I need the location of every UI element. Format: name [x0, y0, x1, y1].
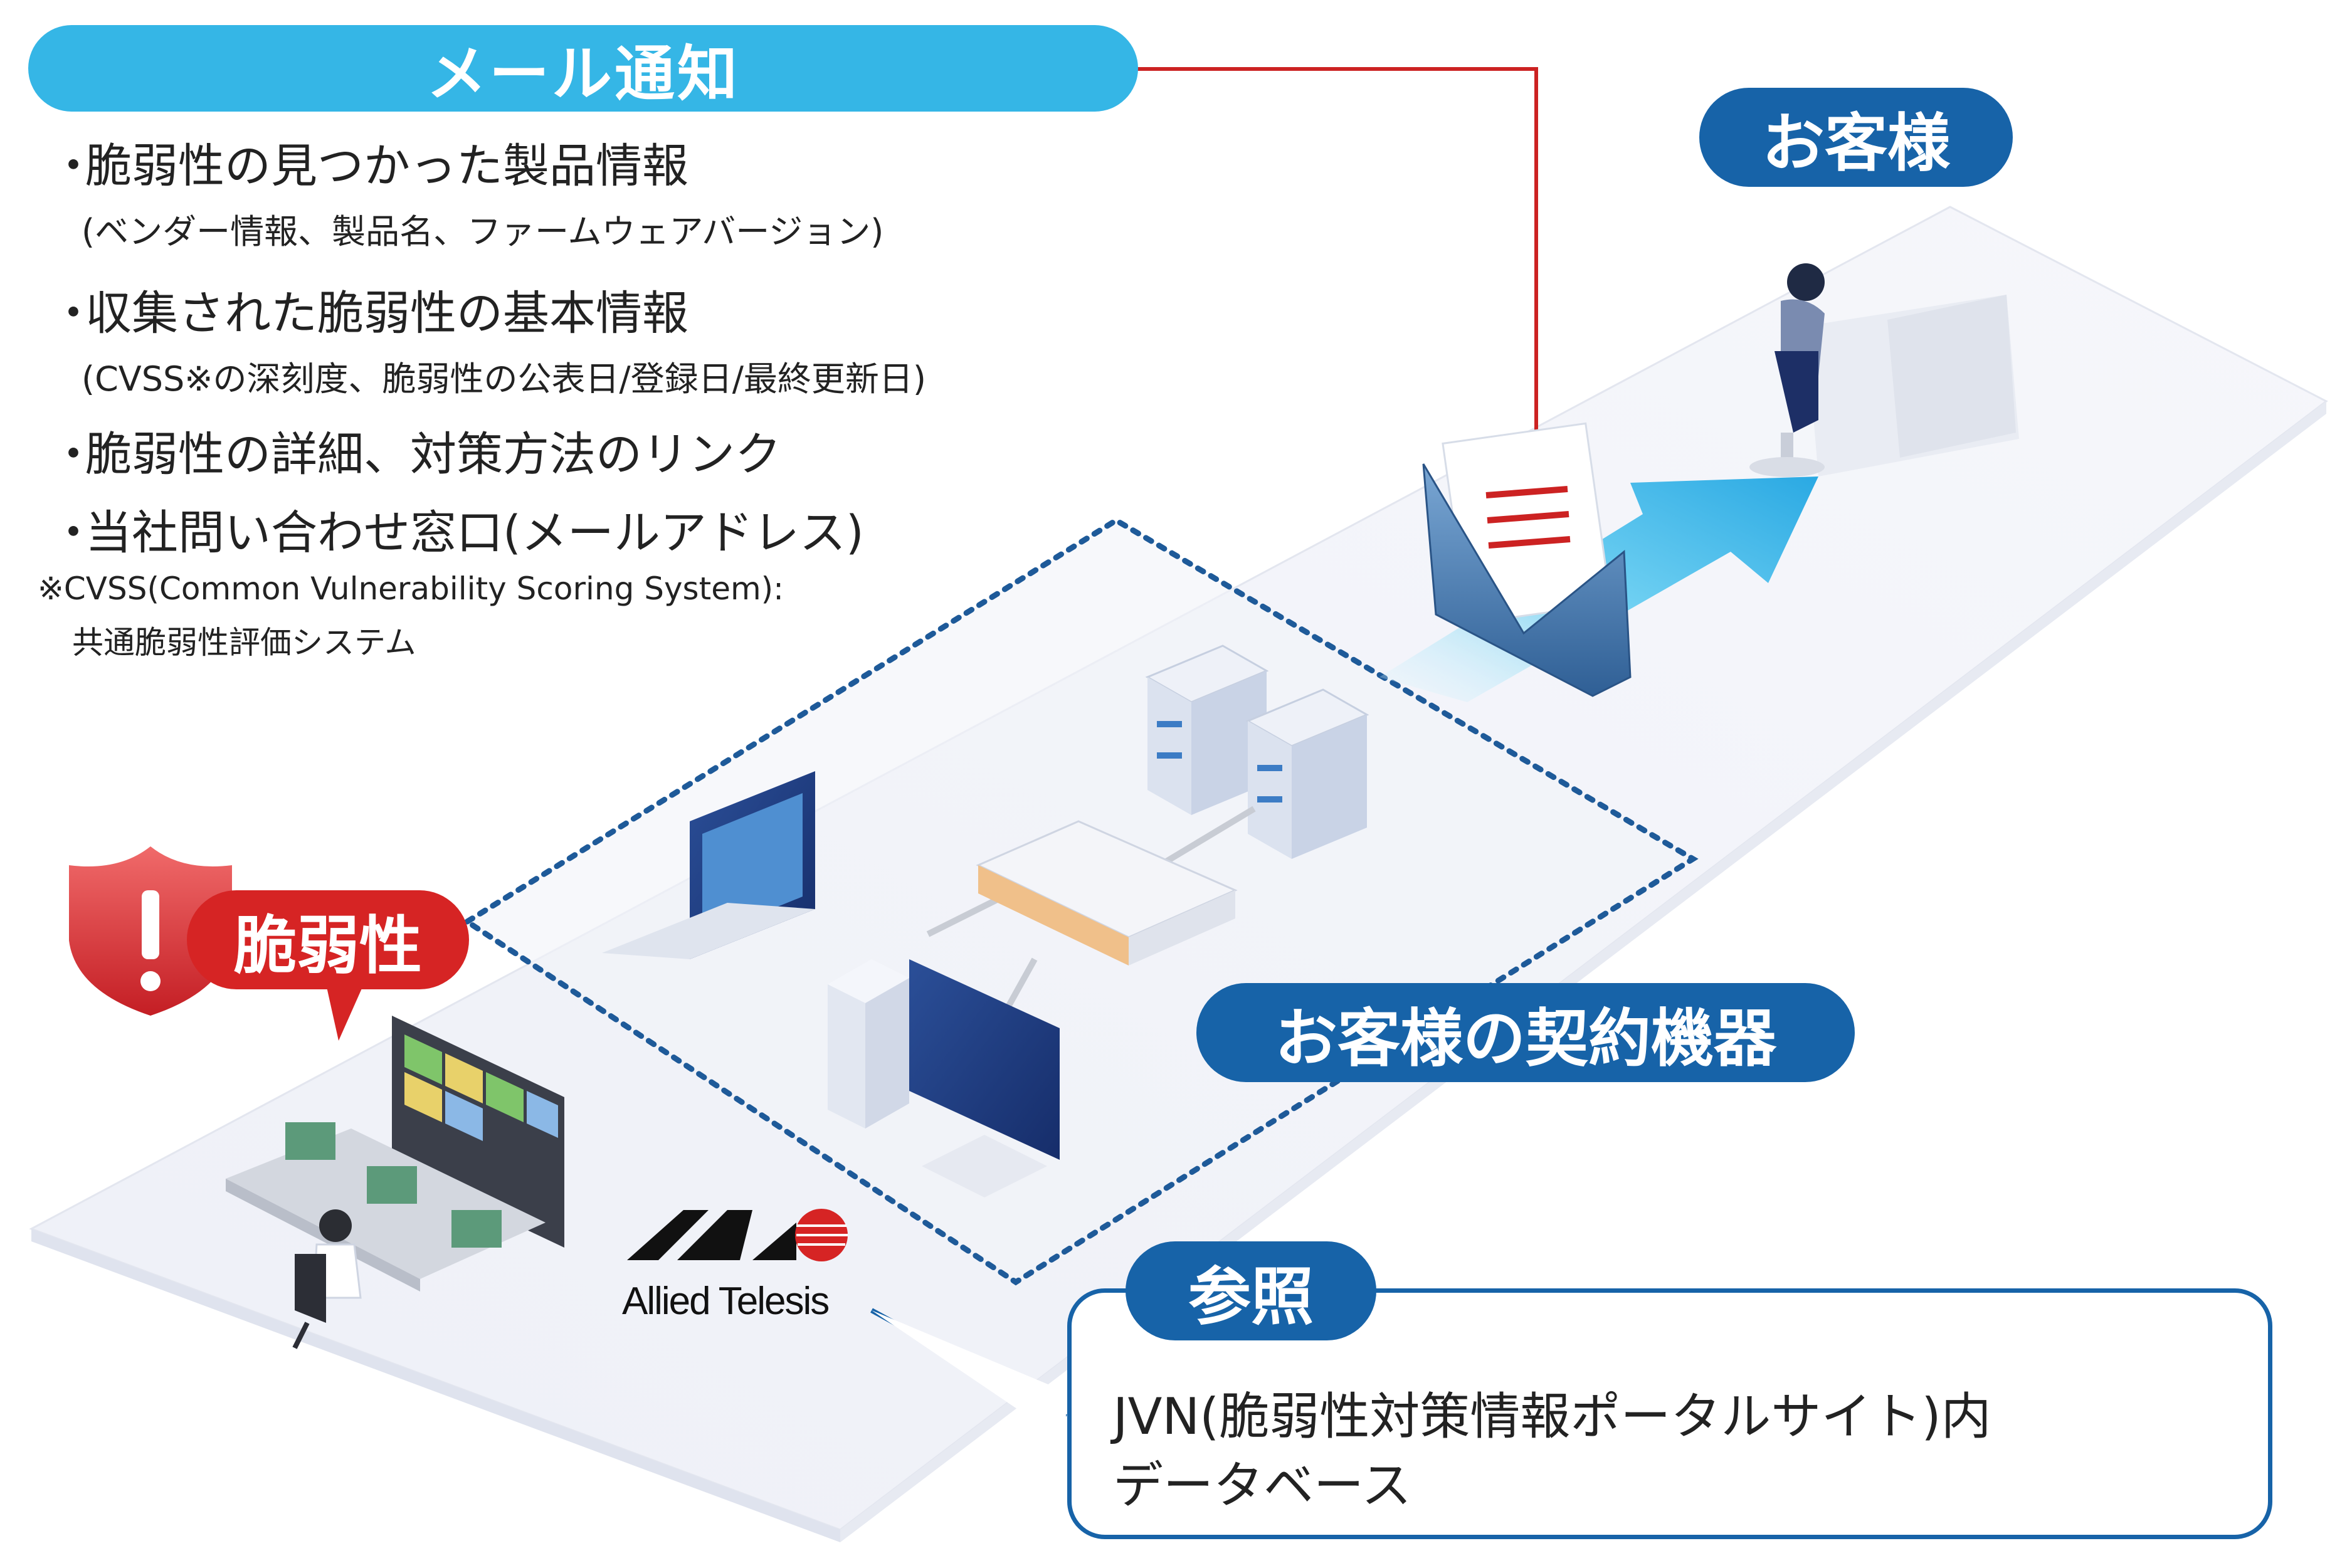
allied-telesis-logo-text: Allied Telesis: [622, 1280, 830, 1323]
mail-envelope-icon: [1422, 422, 1632, 697]
switch-icon: [976, 820, 1238, 966]
bullet-item: ・脆弱性の詳細、対策方法のリンク: [50, 428, 781, 481]
monitor-wall-icon: [392, 1016, 564, 1248]
reference-label: 参照: [1126, 1241, 1376, 1340]
vulnerability-label: 脆弱性: [187, 890, 469, 989]
devices-label: お客様の契約機器: [1196, 983, 1855, 1082]
shield-alert-icon: [69, 846, 232, 1016]
footnote-line1: ※CVSS(Common Vulnerability Scoring Syste…: [38, 571, 784, 607]
desktop-icon: [828, 959, 1060, 1197]
bullet-item: ・当社問い合わせ窓口(メールアドレス): [50, 506, 864, 560]
server-icon: [1145, 645, 1369, 859]
reference-line1: JVN(脆弱性対策情報ポータルサイト)内: [1113, 1387, 1991, 1446]
operator-icon: [226, 1122, 546, 1349]
bullet-sub: (ベンダー情報、製品名、ファームウェアバージョン): [82, 212, 884, 251]
customer-label: お客様: [1699, 88, 2013, 187]
bullet-sub: (CVSS※の深刻度、脆弱性の公表日/登録日/最終更新日): [82, 359, 926, 399]
customer-desk-icon: [1749, 263, 2019, 477]
reference-line2: データベース: [1113, 1456, 1411, 1515]
footnote-line2: 共通脆弱性評価システム: [72, 624, 416, 661]
floor-edge: [31, 1229, 840, 1542]
allied-telesis-logo-mark: [627, 1209, 848, 1261]
mail-notice-title: メール通知: [28, 25, 1138, 112]
mail-connector-line: [1129, 67, 1538, 476]
bullet-item: ・脆弱性の見つかった製品情報: [50, 139, 688, 193]
bullet-item: ・収集された脆弱性の基本情報: [50, 287, 688, 340]
laptop-icon: [602, 771, 815, 959]
